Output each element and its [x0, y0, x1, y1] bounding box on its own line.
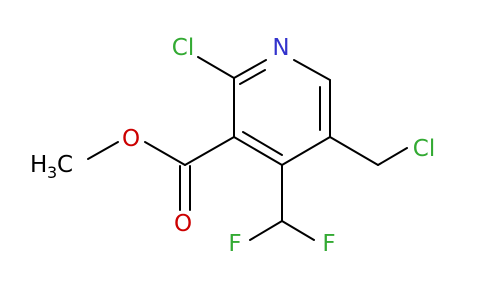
atom-labels: N Cl O O Cl F F H 3 C	[30, 35, 435, 257]
bond-n-c6	[293, 59, 331, 81]
bond-c2-cl	[197, 56, 235, 79]
atom-cl-ring: Cl	[172, 35, 194, 61]
methyl-group-label: H 3 C	[30, 152, 73, 182]
bond-chf2-f-left	[249, 220, 283, 241]
atom-o-carbonyl: O	[174, 211, 192, 237]
bond-carbonyl-c-o	[144, 141, 186, 166]
bond-c3-c4	[233, 136, 283, 166]
bond-c3-carbonyl-c	[184, 136, 235, 166]
bond-c5-ch2	[329, 136, 379, 166]
bond-o-methyl	[87, 141, 119, 160]
bond-chf2-f-right	[281, 220, 315, 241]
atom-cl-chain: Cl	[413, 136, 435, 162]
bond-n-c2	[233, 59, 267, 79]
bond-c3-c4-double	[242, 131, 283, 156]
pyridine-ring	[233, 59, 331, 166]
atom-o-ester: O	[122, 126, 140, 152]
bond-c4-c5	[281, 136, 331, 166]
atom-methyl-c: C	[57, 152, 73, 178]
atom-n: N	[272, 35, 289, 61]
atom-f-right: F	[322, 231, 335, 257]
bond-ch2-cl	[377, 147, 408, 166]
atom-methyl-subscript: 3	[47, 163, 57, 182]
bond-n-c2-double	[239, 69, 266, 85]
atom-methyl-h: H	[30, 152, 47, 178]
atom-f-left: F	[228, 231, 241, 257]
substituent-bonds	[87, 56, 408, 241]
